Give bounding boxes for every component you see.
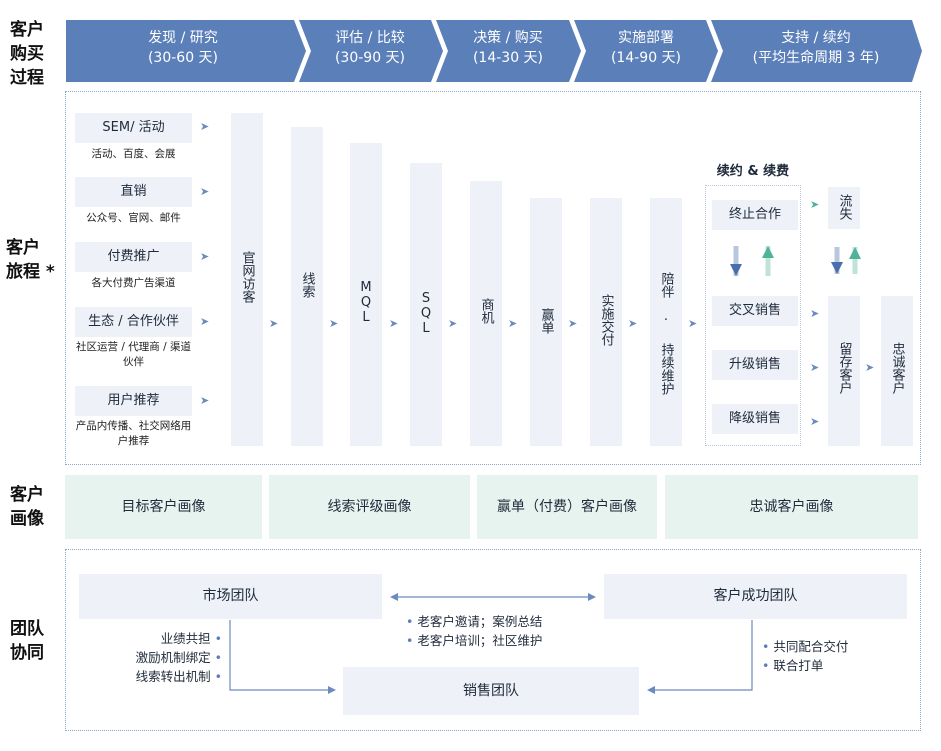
step-opportunity: 商机 <box>470 181 502 446</box>
shared-items: • 老客户邀请；案例总结 • 老客户培训；社区维护 <box>406 614 543 648</box>
stage-3-label: 决策 / 购买(14-30 天) <box>472 30 544 66</box>
journey-section <box>65 91 921 465</box>
arrow-icon: ➤ <box>810 361 820 374</box>
persona-target: 目标客户画像 <box>65 475 262 539</box>
arrow-icon: ➤ <box>389 317 399 330</box>
renewal-title: 续约 & 续费 <box>716 164 790 179</box>
arrow-icon: ➤ <box>200 120 210 133</box>
stage-chevron-5 <box>711 20 922 82</box>
stage-2-label: 评估 / 比较(30-90 天) <box>334 30 406 66</box>
renewal-terminate: 终止合作 <box>712 200 798 230</box>
outcome-retained: 留存客户 <box>828 296 860 446</box>
persona-won: 赢单（付费）客户画像 <box>477 475 657 539</box>
channel-sem: SEM/ 活动 <box>75 113 192 143</box>
stage-banner <box>66 20 922 82</box>
renewal-upsell: 升级销售 <box>712 350 798 380</box>
step-website-visitor: 官网访客 <box>231 113 263 446</box>
channel-direct: 直销 <box>75 177 192 207</box>
channel-direct-desc: 公众号、官网、邮件 <box>86 212 181 224</box>
arrow-icon: ➤ <box>508 317 518 330</box>
arrow-icon: ➤ <box>628 317 638 330</box>
arrow-icon: ➤ <box>688 317 698 330</box>
arrow-icon: ➤ <box>200 250 210 263</box>
arrow-icon: ➤ <box>200 185 210 198</box>
arrow-icon: ➤ <box>200 315 210 328</box>
channel-partner: 生态 / 合作伙伴 <box>75 307 192 337</box>
persona-loyal: 忠诚客户画像 <box>665 475 918 539</box>
arrow-icon: ➤ <box>269 317 279 330</box>
stage-chevron-2 <box>299 20 443 82</box>
team-customer-success: 客户成功团队 <box>604 574 907 619</box>
arrow-icon: ➤ <box>329 317 339 330</box>
arrow-icon: ➤ <box>448 317 458 330</box>
step-sql: SQL <box>410 163 442 446</box>
stage-5-label: 支持 / 续约(平均生命周期 3 年) <box>752 30 880 66</box>
channel-paid: 付费推广 <box>75 242 192 272</box>
stage-1-label: 发现 / 研究(30-60 天) <box>147 30 219 66</box>
stage-chevron-3 <box>436 20 581 82</box>
step-delivery: 实施交付 <box>590 198 622 446</box>
channel-referral-desc: 产品内传播、社交网络用户推荐 <box>75 420 192 447</box>
step-mql: MQL <box>350 143 382 446</box>
renewal-updown-icon <box>730 246 774 276</box>
channel-partner-desc: 社区运营 / 代理商 / 渠道伙伴 <box>76 341 191 368</box>
stage-chevron-1 <box>66 20 306 82</box>
success-items: • 共同配合交付 • 联合打单 <box>762 639 849 673</box>
channel-paid-desc: 各大付费广告渠道 <box>91 277 176 289</box>
arrow-icon: ➤ <box>865 361 875 374</box>
row-label-team: 团队 协同 <box>10 619 44 663</box>
team-section <box>65 549 921 731</box>
arrow-icon: ➤ <box>810 415 820 428</box>
row-label-purchase: 客户 购买 过程 <box>10 20 44 88</box>
outcome-churn: 流失 <box>828 187 860 229</box>
step-maintenance: 陪伴 · 持续维护 <box>650 198 682 446</box>
arrow-icon: ➤ <box>200 394 210 407</box>
team-marketing: 市场团队 <box>79 574 382 619</box>
channel-referral: 用户推荐 <box>75 386 192 416</box>
stage-chevron-4 <box>574 20 718 82</box>
arrow-icon: ➤ <box>810 198 820 211</box>
stage-4-label: 实施部署(14-90 天) <box>610 30 682 66</box>
marketing-items: 业绩共担 • 激励机制绑定 • 线索转出机制 • <box>135 631 222 684</box>
persona-lead-rating: 线索评级画像 <box>269 475 470 539</box>
churn-retain-icon <box>831 247 861 274</box>
outcome-loyal: 忠诚客户 <box>881 296 913 446</box>
renewal-group <box>705 185 801 446</box>
arrow-icon: ➤ <box>810 307 820 320</box>
renewal-downsell: 降级销售 <box>712 404 798 434</box>
step-lead: 线索 <box>291 127 323 446</box>
channel-sem-desc: 活动、百度、会展 <box>91 148 176 160</box>
step-won: 赢单 <box>530 198 562 446</box>
renewal-cross-sell: 交叉销售 <box>712 296 798 326</box>
team-sales: 销售团队 <box>343 667 639 715</box>
arrow-icon: ➤ <box>568 317 578 330</box>
row-label-journey: 客户 旅程 * <box>6 238 55 282</box>
row-label-persona: 客户 画像 <box>10 485 44 529</box>
